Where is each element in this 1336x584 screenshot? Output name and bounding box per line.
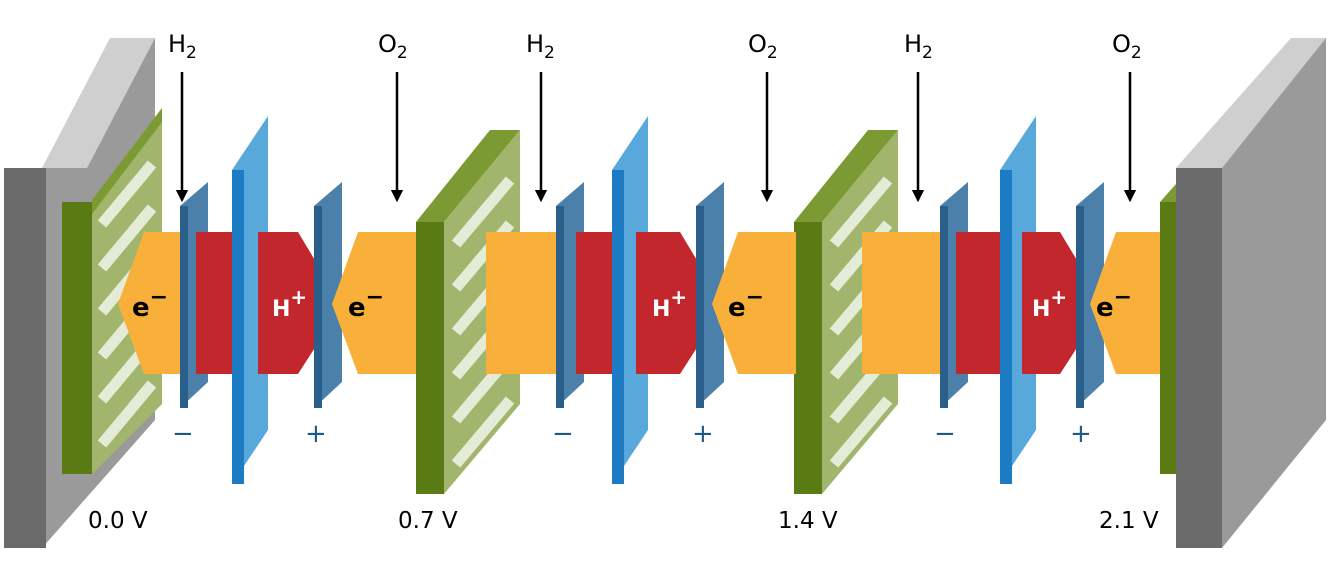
proton-region <box>1022 232 1078 374</box>
voltage-label: 1.4 V <box>778 508 838 534</box>
proton-region <box>258 232 316 374</box>
electron-region <box>712 232 796 374</box>
proton-label: H+ <box>652 285 687 322</box>
positive-sign: + <box>692 419 714 449</box>
negative-sign: − <box>552 419 574 449</box>
gas-labels: H2 O2 H2 O2 H2 O2 <box>168 30 1142 63</box>
positive-sign: + <box>1070 419 1092 449</box>
gas-label: H2 <box>168 30 197 63</box>
electron-label: e− <box>132 285 168 323</box>
cell-1 <box>118 116 416 484</box>
electron-label: e− <box>348 285 384 323</box>
gas-label: H2 <box>904 30 933 63</box>
electron-labels: e− e− e− e− <box>132 285 1132 323</box>
negative-sign: − <box>172 419 194 449</box>
electrolyte-region <box>956 232 1000 374</box>
electrolyte-region <box>576 232 612 374</box>
voltage-label: 2.1 V <box>1099 508 1159 534</box>
cell-2 <box>486 116 796 484</box>
negative-sign: − <box>934 419 956 449</box>
electrolyte-region <box>196 232 232 374</box>
electron-region <box>332 232 416 374</box>
right-end-plate <box>1176 38 1326 548</box>
proton-label: H+ <box>1032 285 1067 322</box>
electron-region <box>862 232 942 374</box>
electron-region <box>118 232 182 374</box>
voltage-label: 0.0 V <box>88 508 148 534</box>
interconnect-plate-2 <box>416 130 520 494</box>
proton-labels: H+ H+ H+ <box>272 285 1067 322</box>
interconnect-plate-4 <box>1160 184 1176 474</box>
electron-region <box>486 232 558 374</box>
gas-label: H2 <box>526 30 555 63</box>
voltage-labels: 0.0 V 0.7 V 1.4 V 2.1 V <box>88 508 1159 534</box>
electron-region <box>1090 232 1160 374</box>
proton-label: H+ <box>272 285 307 322</box>
gas-inlet-arrows <box>175 72 1137 203</box>
positive-sign: + <box>305 419 327 449</box>
proton-region <box>636 232 698 374</box>
cell-3 <box>862 116 1160 484</box>
gas-label: O2 <box>378 30 408 63</box>
gas-label: O2 <box>1112 30 1142 63</box>
voltage-label: 0.7 V <box>398 508 458 534</box>
electron-label: e− <box>728 285 764 323</box>
polarity-signs: − + − + − + <box>172 419 1092 449</box>
electron-label: e− <box>1096 285 1132 323</box>
gas-label: O2 <box>748 30 778 63</box>
